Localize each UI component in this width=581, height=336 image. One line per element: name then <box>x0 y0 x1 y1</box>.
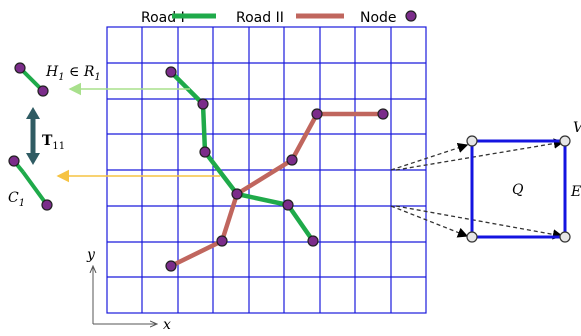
legend-node-label: Node <box>360 10 397 26</box>
y-axis-label: y <box>86 247 96 263</box>
square-corner-nodes <box>466 135 571 243</box>
square-q <box>470 139 567 239</box>
node <box>165 66 177 78</box>
segment-c1 <box>8 155 53 211</box>
road1-path <box>169 70 315 243</box>
legend-node-icon <box>405 10 417 22</box>
x-axis-label: x <box>163 317 171 333</box>
node <box>197 98 209 110</box>
node <box>286 154 298 166</box>
label-q: Q <box>512 182 524 198</box>
label-v: V <box>573 120 581 136</box>
grid <box>106 26 427 314</box>
axes: y x <box>86 247 171 333</box>
road2-path <box>170 111 383 269</box>
t11-double-arrow <box>26 107 40 165</box>
node <box>199 146 211 158</box>
dashed-arrows <box>390 138 565 240</box>
node <box>231 188 243 200</box>
node <box>377 108 389 120</box>
legend: Road I Road II Node <box>141 10 417 26</box>
node <box>165 260 177 272</box>
label-e: E <box>570 184 581 200</box>
legend-road2-label: Road II <box>236 10 284 26</box>
label-c1: C1 <box>8 190 25 209</box>
segment-h1 <box>14 62 49 97</box>
node <box>282 199 294 211</box>
nodes <box>165 66 389 272</box>
label-h1-in-r1: H1 ∈ R1 <box>45 64 101 83</box>
node <box>216 235 228 247</box>
node <box>311 108 323 120</box>
node <box>307 235 319 247</box>
label-t11: T11 <box>42 133 65 152</box>
